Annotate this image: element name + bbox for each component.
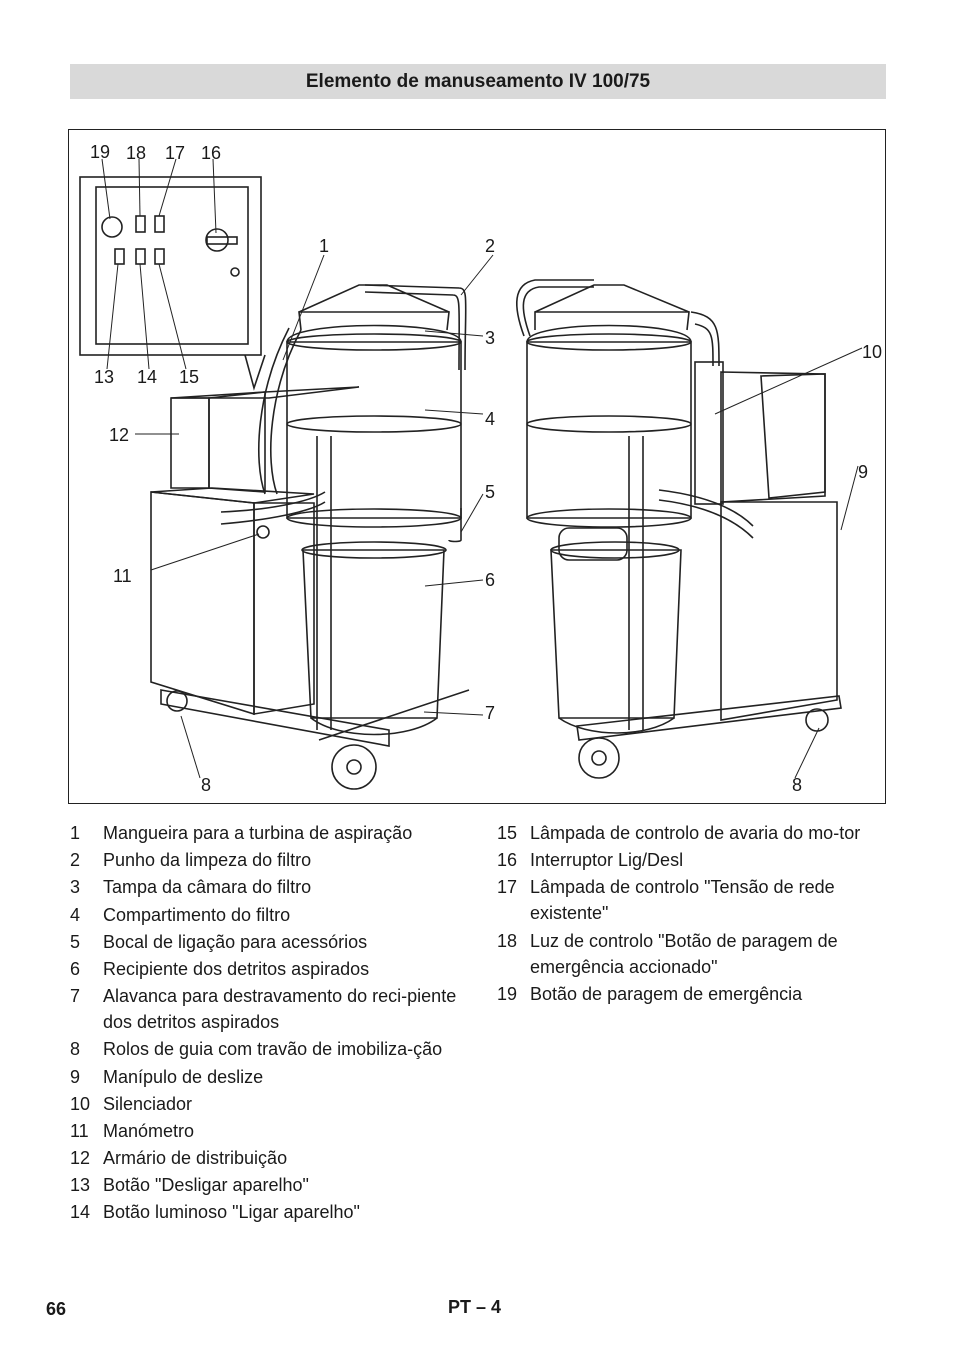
legend-number: 13 — [70, 1175, 91, 1196]
legend-item: 12 Armário de distribuição — [70, 1145, 462, 1171]
legend-number: 15 — [497, 823, 518, 843]
legend-item: 9 Manípulo de deslize — [70, 1064, 462, 1090]
callout-3: 3 — [485, 328, 495, 348]
callout-13: 13 — [94, 367, 114, 387]
section-title-bar: Elemento de manuseamento IV 100/75 — [70, 64, 886, 99]
legend-text: Manípulo de deslize — [103, 1066, 264, 1087]
legend-text: Alavanca para destravamento do reci-pien… — [103, 986, 457, 1033]
legend-number: 17 — [497, 877, 518, 898]
callout-12: 12 — [109, 425, 129, 445]
legend-text: Bocal de ligação para acessórios — [103, 931, 368, 952]
legend-text: Punho da limpeza do filtro — [103, 850, 312, 871]
legend-number: 5 — [70, 931, 81, 952]
callout-1: 1 — [319, 236, 329, 256]
legend-text: Interruptor Lig/Desl — [530, 850, 684, 871]
callout-19: 19 — [90, 142, 110, 162]
legend-item: 14 Botão luminoso "Ligar aparelho" — [70, 1199, 462, 1225]
legend-number: 9 — [70, 1066, 81, 1087]
legend-number: 12 — [70, 1148, 91, 1169]
legend-number: 14 — [70, 1202, 91, 1223]
legend-item: 17 Lâmpada de controlo "Tensão de rede ex… — [497, 874, 885, 926]
callout-5: 5 — [485, 482, 495, 502]
legend-number: 7 — [70, 986, 81, 1007]
legend-text: Lâmpada de controlo "Tensão de rede exis… — [530, 877, 835, 924]
callout-16: 16 — [201, 143, 221, 163]
legend-number: 18 — [497, 930, 518, 951]
machine-drawing: 19 18 17 16 13 14 15 1 2 3 4 5 6 7 8 9 1… — [79, 142, 882, 795]
legend-text: Manómetro — [103, 1120, 195, 1141]
legend-item: 3 Tampa da câmara do filtro — [70, 874, 462, 900]
legend-number: 11 — [70, 1120, 89, 1141]
callout-9: 9 — [858, 462, 868, 482]
legend-text: Silenciador — [103, 1093, 193, 1114]
callout-7: 7 — [485, 703, 495, 723]
legend-item: 5 Bocal de ligação para acessórios — [70, 929, 462, 955]
legend-item: 18 Luz de controlo "Botão de paragem de e… — [497, 928, 885, 980]
legend-right-column: 15 Lâmpada de controlo de avaria do mo-to… — [497, 820, 885, 1008]
legend-item: 1 Mangueira para a turbina de aspiração — [70, 820, 462, 846]
callout-15: 15 — [179, 367, 199, 387]
legend-number: 16 — [497, 850, 518, 871]
callout-14: 14 — [137, 367, 157, 387]
legend-number: 3 — [70, 877, 81, 898]
legend-number: 4 — [70, 904, 81, 925]
legend-item: 7 Alavanca para destravamento do reci-pie… — [70, 983, 462, 1035]
callout-2: 2 — [485, 236, 495, 256]
callout-18: 18 — [126, 143, 146, 163]
control-panel-inset — [79, 176, 262, 356]
legend-item: 13 Botão "Desligar aparelho" — [70, 1172, 462, 1198]
callout-11: 11 — [113, 566, 132, 586]
callout-17: 17 — [165, 143, 185, 163]
legend-text: Recipiente dos detritos aspirados — [103, 958, 370, 979]
legend-text: Compartimento do filtro — [103, 904, 291, 925]
legend-number: 19 — [497, 983, 518, 1004]
legend-text: Lâmpada de controlo de avaria do mo-tor — [530, 823, 861, 843]
section-title: Elemento de manuseamento IV 100/75 — [305, 70, 651, 92]
callout-8-right: 8 — [792, 775, 802, 795]
legend-text: Rolos de guia com travão de imobiliza-çã… — [103, 1039, 443, 1060]
legend-item: 19 Botão de paragem de emergência — [497, 981, 885, 1007]
legend-text: Botão de paragem de emergência — [530, 983, 803, 1004]
legend-item: 8 Rolos de guia com travão de imobiliza-ç… — [70, 1036, 462, 1062]
machine-illustration: 19 18 17 16 13 14 15 1 2 3 4 5 6 7 8 9 1… — [68, 129, 886, 804]
legend-item: 10 Silenciador — [70, 1091, 462, 1117]
legend-text: Tampa da câmara do filtro — [103, 877, 312, 898]
legend-left-column: 1 Mangueira para a turbina de aspiração 2… — [70, 820, 462, 1227]
callout-8-left: 8 — [201, 775, 211, 795]
page-number: 66 — [46, 1299, 67, 1319]
legend-item: 2 Punho da limpeza do filtro — [70, 847, 462, 873]
legend-text: Armário de distribuição — [103, 1148, 288, 1169]
section-marker: PT – 4 — [448, 1297, 502, 1317]
legend-text: Mangueira para a turbina de aspiração — [103, 823, 413, 843]
legend-item: 6 Recipiente dos detritos aspirados — [70, 956, 462, 982]
legend-item: 15 Lâmpada de controlo de avaria do mo-to… — [497, 820, 885, 846]
legend-item: 16 Interruptor Lig/Desl — [497, 847, 885, 873]
legend-number: 2 — [70, 850, 81, 871]
legend-text: Botão "Desligar aparelho" — [103, 1175, 309, 1196]
legend-text: Botão luminoso "Ligar aparelho" — [103, 1202, 360, 1223]
legend-number: 10 — [70, 1093, 91, 1114]
legend-item: 4 Compartimento do filtro — [70, 902, 462, 928]
legend-number: 6 — [70, 958, 81, 979]
legend-number: 1 — [70, 823, 81, 843]
callout-4: 4 — [485, 409, 495, 429]
callout-6: 6 — [485, 570, 495, 590]
legend-number: 8 — [70, 1039, 81, 1060]
legend-item: 11 Manómetro — [70, 1118, 462, 1144]
legend-text: Luz de controlo "Botão de paragem de eme… — [530, 930, 838, 977]
callout-10: 10 — [862, 342, 882, 362]
